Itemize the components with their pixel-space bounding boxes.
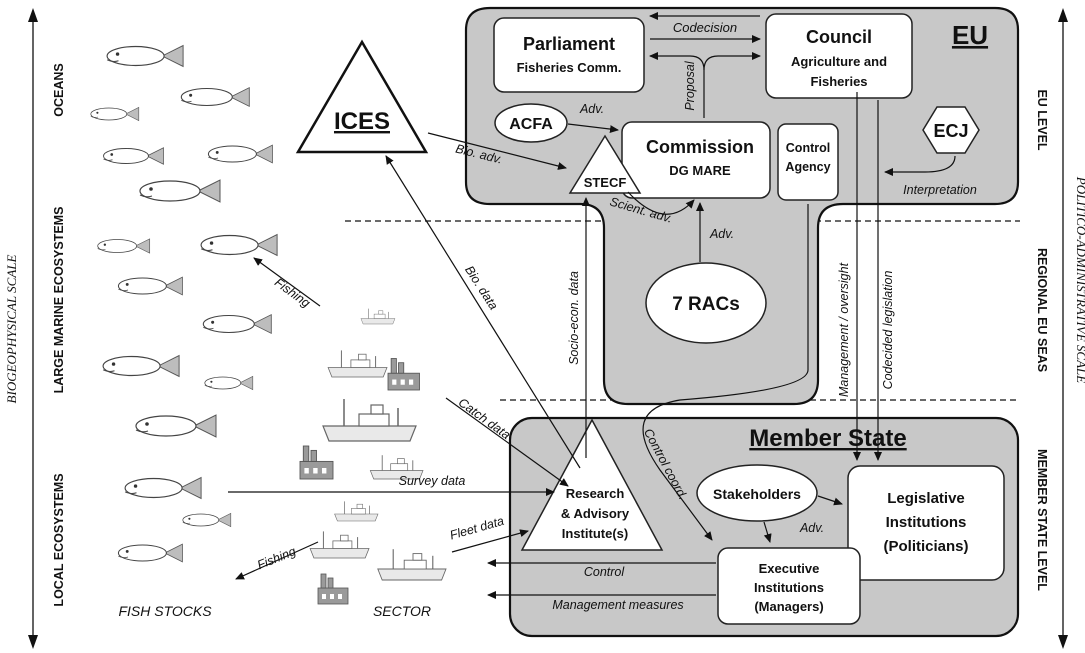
level-regional-eu-seas: REGIONAL EU SEAS <box>1035 248 1049 372</box>
fish-stocks <box>90 44 278 563</box>
label-codecided-legislation: Codecided legislation <box>881 271 895 390</box>
label-survey-data: Survey data <box>399 474 466 488</box>
control-agency-line-1: Control <box>786 141 830 155</box>
stakeholders-label: Stakeholders <box>713 486 801 502</box>
control-agency-box: Control Agency <box>777 123 839 201</box>
legislative-line-2: Institutions <box>886 514 967 531</box>
legislative-line-3: (Politicians) <box>883 538 968 555</box>
research-line-1: Research <box>566 486 625 501</box>
research-line-3: Institute(s) <box>562 526 628 541</box>
commission-box: Commission DG MARE <box>621 121 771 199</box>
stecf-node: STECF <box>568 134 642 194</box>
label-adv-acfa: Adv. <box>579 102 604 116</box>
politico-administrative-scale-label: POLITICO-ADMINISTRATIVE SCALE <box>1074 176 1085 383</box>
parliament-name: Parliament <box>523 34 615 54</box>
biogeophysical-scale-axis <box>28 8 38 649</box>
ices-label: ICES <box>334 108 390 135</box>
label-adv-stakeholders: Adv. <box>799 521 824 535</box>
council-name: Council <box>806 27 872 47</box>
level-member-state: MEMBER STATE LEVEL <box>1035 449 1049 591</box>
member-state-title: Member State <box>749 425 906 452</box>
research-line-2: & Advisory <box>561 506 630 521</box>
biogeophysical-scale-label: BIOGEOPHYSICAL SCALE <box>4 254 19 403</box>
racs-label: 7 RACs <box>672 294 740 315</box>
label-fishing-upper: Fishing <box>272 275 313 310</box>
stecf-label: STECF <box>584 175 627 190</box>
label-codecision: Codecision <box>673 20 737 35</box>
parliament-sub: Fisheries Comm. <box>517 60 622 75</box>
council-sub-1: Agriculture and <box>791 54 887 69</box>
racs-node: 7 RACs <box>645 262 767 344</box>
label-adv-racs: Adv. <box>709 227 734 241</box>
ecj-node: ECJ <box>922 106 980 154</box>
label-interpretation: Interpretation <box>903 183 977 197</box>
label-management-oversight: Management / oversight <box>837 262 851 397</box>
politico-administrative-scale-axis <box>1058 8 1068 649</box>
label-fish-stocks: FISH STOCKS <box>118 603 212 619</box>
executive-line-2: Institutions <box>754 580 824 595</box>
label-sector: SECTOR <box>373 603 431 619</box>
label-socio-econ-data: Socio-econ. data <box>567 271 581 365</box>
executive-line-1: Executive <box>759 561 820 576</box>
executive-institutions-box: Executive Institutions (Managers) <box>717 547 861 625</box>
eu-region <box>464 6 1020 406</box>
control-agency-line-2: Agency <box>785 160 830 174</box>
label-proposal: Proposal <box>683 60 697 111</box>
commission-name: Commission <box>646 137 754 157</box>
executive-line-3: (Managers) <box>754 599 823 614</box>
council-sub-2: Fisheries <box>810 74 867 89</box>
label-control: Control <box>584 565 626 579</box>
label-fishing-lower: Fishing <box>255 544 298 572</box>
research-institute-node: Research & Advisory Institute(s) <box>520 418 664 551</box>
eu-title: EU <box>952 20 988 50</box>
fishing-sector <box>299 308 447 605</box>
level-local-ecosystems: LOCAL ECOSYSTEMS <box>52 473 66 606</box>
parliament-box: Parliament Fisheries Comm. <box>493 17 645 93</box>
label-fleet-data: Fleet data <box>448 514 505 543</box>
ecj-label: ECJ <box>933 121 968 141</box>
acfa-label: ACFA <box>509 116 553 133</box>
council-box: Council Agriculture and Fisheries <box>765 13 913 99</box>
legislative-institutions-box: Legislative Institutions (Politicians) <box>847 465 1005 581</box>
level-oceans: OCEANS <box>52 63 66 116</box>
level-eu: EU LEVEL <box>1035 89 1049 150</box>
label-catch-data: Catch data <box>456 395 513 442</box>
stakeholders-node: Stakeholders <box>696 464 818 522</box>
legislative-line-1: Legislative <box>887 490 965 507</box>
commission-sub: DG MARE <box>669 163 731 178</box>
acfa-node: ACFA <box>494 103 568 143</box>
ices-node: ICES <box>295 39 429 154</box>
label-management-measures: Management measures <box>552 598 683 612</box>
level-large-marine-ecosystems: LARGE MARINE ECOSYSTEMS <box>52 207 66 394</box>
flow-arrows <box>228 12 956 599</box>
